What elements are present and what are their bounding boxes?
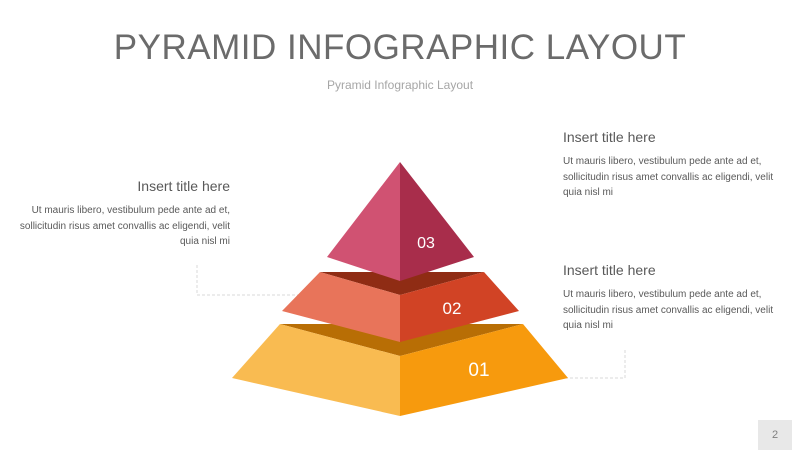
tier-02-label: 02 xyxy=(443,299,462,318)
tier-01-label: 01 xyxy=(468,360,489,381)
text-block-left: Insert title here Ut mauris libero, vest… xyxy=(0,178,230,250)
page-subtitle: Pyramid Infographic Layout xyxy=(326,78,474,92)
tier-03-label: 03 xyxy=(417,235,435,252)
connector-line-left xyxy=(196,265,345,296)
pyramid-tier-03: 03 xyxy=(327,162,474,281)
text-block-right-bottom: Insert title here Ut mauris libero, vest… xyxy=(563,262,793,334)
tier-02-top-face xyxy=(320,272,484,295)
text-block-right-top: Insert title here Ut mauris libero, vest… xyxy=(563,129,793,201)
tier-03-left-face xyxy=(327,162,400,281)
text-block-left-body: Ut mauris libero, vestibulum pede ante a… xyxy=(19,205,230,247)
text-block-left-title: Insert title here xyxy=(137,178,230,194)
tier-01-left-face xyxy=(232,324,400,416)
page-number: 2 xyxy=(758,420,792,450)
text-block-right-bottom-body: Ut mauris libero, vestibulum pede ante a… xyxy=(563,289,774,331)
tier-01-right-face xyxy=(400,324,568,416)
tier-02-left-face xyxy=(282,272,400,342)
text-block-right-top-body: Ut mauris libero, vestibulum pede ante a… xyxy=(563,156,774,198)
tier-03-right-face xyxy=(400,162,474,281)
pyramid-tier-02: 02 xyxy=(282,272,519,342)
tier-02-right-face xyxy=(400,272,519,342)
text-block-right-bottom-title: Insert title here xyxy=(563,262,656,278)
page-title: PYRAMID INFOGRAPHIC LAYOUT xyxy=(113,28,687,67)
text-block-right-top-title: Insert title here xyxy=(563,129,656,145)
